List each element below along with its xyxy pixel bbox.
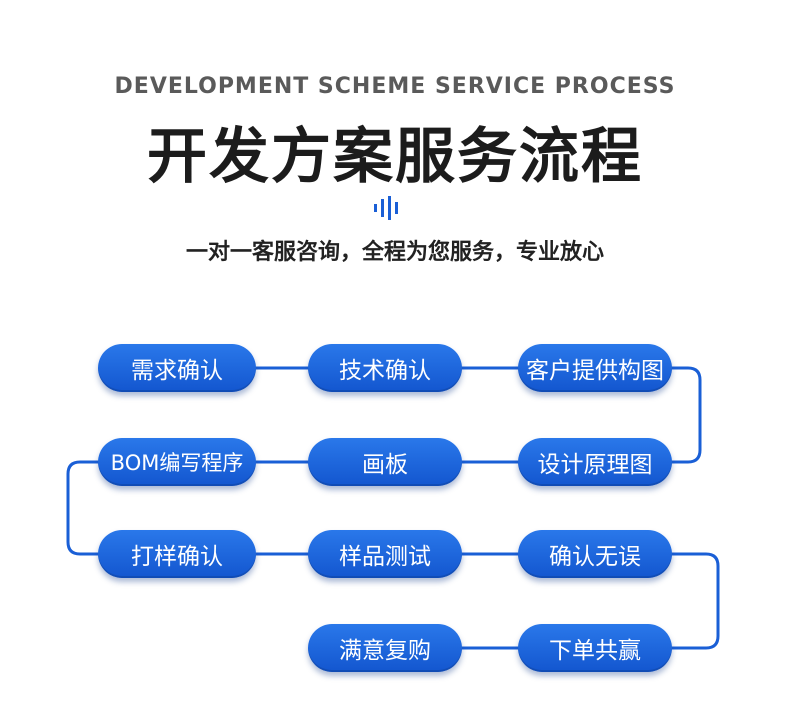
step-bom-programming: BOM编写程序	[98, 438, 256, 486]
step-sample-confirm: 打样确认	[98, 530, 256, 578]
page-title: 开发方案服务流程	[147, 122, 643, 192]
bars-divider-icon	[374, 196, 398, 220]
step-verified: 确认无误	[518, 530, 672, 578]
tagline: 一对一客服咨询，全程为您服务，专业放心	[185, 240, 604, 265]
step-customer-drawing: 客户提供构图	[518, 344, 672, 392]
step-place-order: 下单共赢	[518, 624, 672, 672]
step-repurchase: 满意复购	[308, 624, 462, 672]
subtitle-english: DEVELOPMENT SCHEME SERVICE PROCESS	[114, 74, 676, 99]
step-requirement-confirm: 需求确认	[98, 344, 256, 392]
step-sample-test: 样品测试	[308, 530, 462, 578]
step-schematic-design: 设计原理图	[518, 438, 672, 486]
step-technical-confirm: 技术确认	[308, 344, 462, 392]
step-pcb-layout: 画板	[308, 438, 462, 486]
